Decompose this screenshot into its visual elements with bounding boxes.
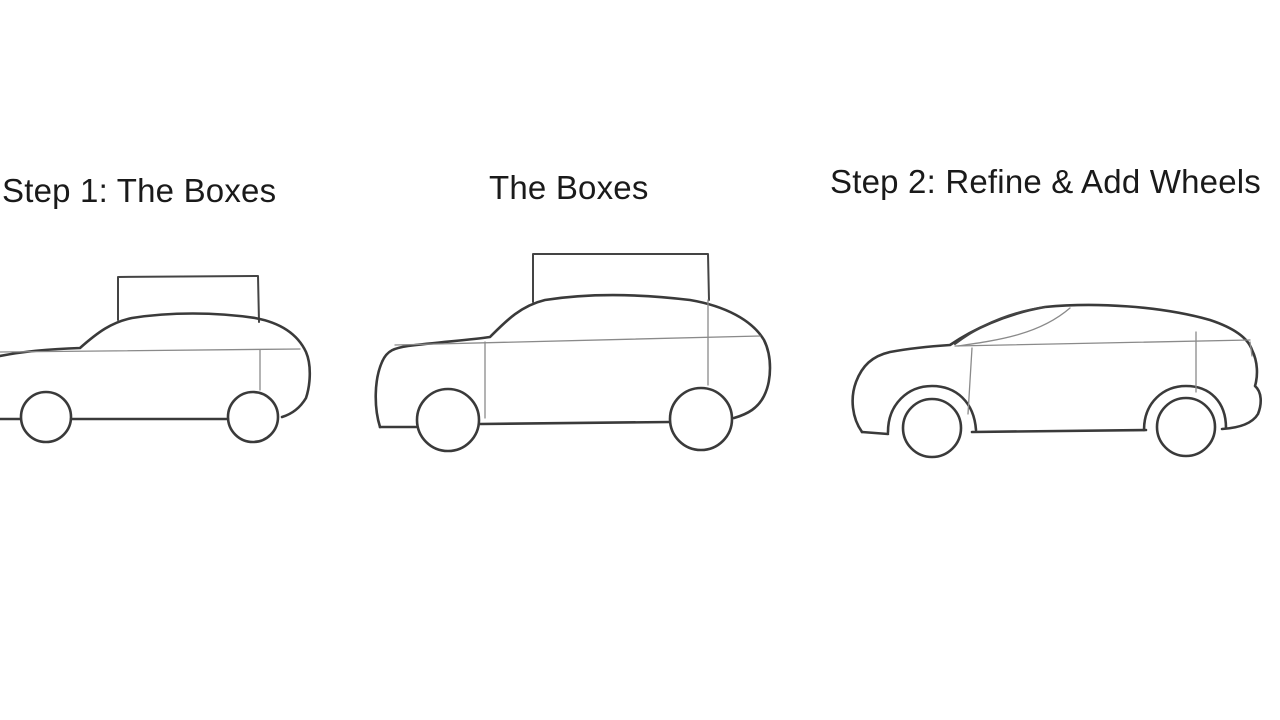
- car-sketch-step-1: [0, 275, 312, 444]
- headlight-mark: [1249, 341, 1253, 357]
- window-line: [957, 307, 1071, 347]
- car-body-outline: [0, 312, 312, 419]
- windshield-line: [954, 306, 1046, 345]
- rear-wheel: [226, 390, 280, 444]
- car-body-outline: [374, 293, 772, 429]
- rear-wheel: [1155, 396, 1217, 458]
- beltline: [0, 348, 301, 353]
- car-sketch-boxes: [374, 253, 772, 453]
- car-bottom-line: [378, 420, 672, 429]
- roof-box: [532, 253, 710, 303]
- car-bottom-line: [860, 428, 1148, 436]
- roof-box: [117, 275, 260, 323]
- b-pillar: [967, 347, 973, 415]
- beltline: [394, 335, 761, 346]
- car-body-outline: [851, 303, 1262, 434]
- front-wheel-arch: [886, 384, 978, 434]
- rear-wheel-arch: [1142, 384, 1228, 432]
- beltline: [954, 339, 1251, 347]
- front-wheel: [901, 397, 963, 459]
- step-boxes-title: The Boxes: [489, 169, 649, 206]
- rear-wheel: [668, 386, 734, 452]
- car-sketch-step-2: [851, 303, 1262, 459]
- front-wheel: [19, 390, 73, 444]
- step-1-title: Step 1: The Boxes: [2, 172, 277, 209]
- front-wheel: [415, 387, 481, 453]
- step-2-title: Step 2: Refine & Add Wheels: [830, 163, 1261, 200]
